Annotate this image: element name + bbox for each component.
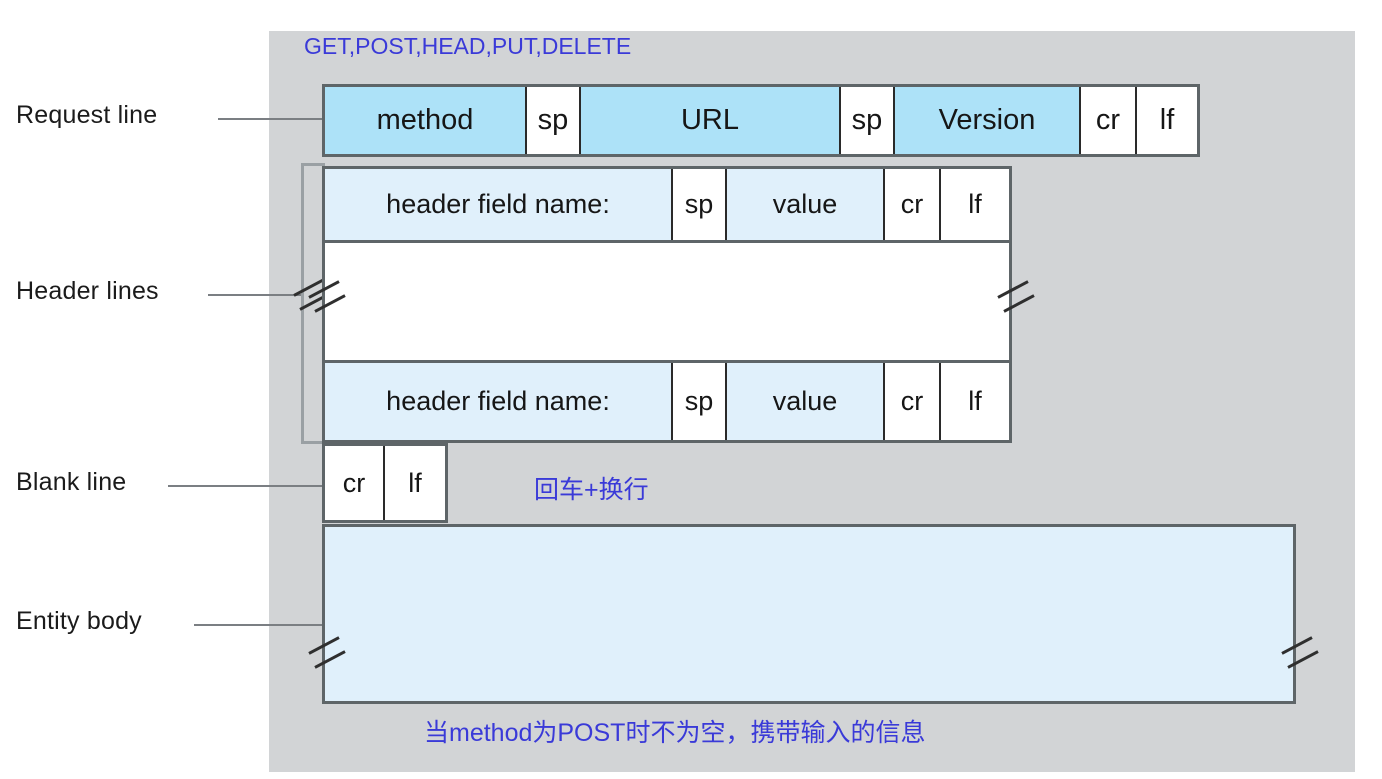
blank-line-row: cr lf [322,443,448,523]
cell-lf-request: lf [1137,87,1197,154]
entity-body-box [322,524,1296,704]
cell-lf-header-2: lf [941,363,1009,440]
cell-lf-header-1: lf [941,169,1009,240]
request-line-row: method sp URL sp Version cr lf [322,84,1200,157]
header-lines-bracket [301,163,325,444]
cell-lf-blank: lf [385,446,445,520]
header-line-row-first: header field name: sp value cr lf [322,166,1012,243]
annotation-methods: GET,POST,HEAD,PUT,DELETE [304,33,632,59]
cell-cr-blank: cr [325,446,385,520]
cell-version: Version [895,87,1081,154]
label-blank-line: Blank line [16,468,127,496]
cell-header-field-name-1: header field name: [325,169,673,240]
cell-cr-request: cr [1081,87,1137,154]
leader-entity-body [194,624,323,626]
cell-cr-header-2: cr [885,363,941,440]
label-entity-body: Entity body [16,607,142,635]
cell-sp-header-1: sp [673,169,727,240]
cell-value-1: value [727,169,885,240]
label-header-lines: Header lines [16,277,159,305]
cell-sp-1: sp [527,87,581,154]
leader-request-line [218,118,323,120]
cell-sp-header-2: sp [673,363,727,440]
cell-header-field-name-2: header field name: [325,363,673,440]
leader-header-lines [208,294,303,296]
annotation-entity-body-note: 当method为POST时不为空，携带输入的信息 [424,719,926,747]
leader-blank-line [168,485,323,487]
cell-method: method [325,87,527,154]
header-lines-continuation-band [322,243,1012,360]
cell-value-2: value [727,363,885,440]
cell-url: URL [581,87,841,154]
annotation-blank-line-note: 回车+换行 [534,476,649,504]
cell-sp-2: sp [841,87,895,154]
header-line-row-last: header field name: sp value cr lf [322,360,1012,443]
cell-cr-header-1: cr [885,169,941,240]
label-request-line: Request line [16,101,158,129]
